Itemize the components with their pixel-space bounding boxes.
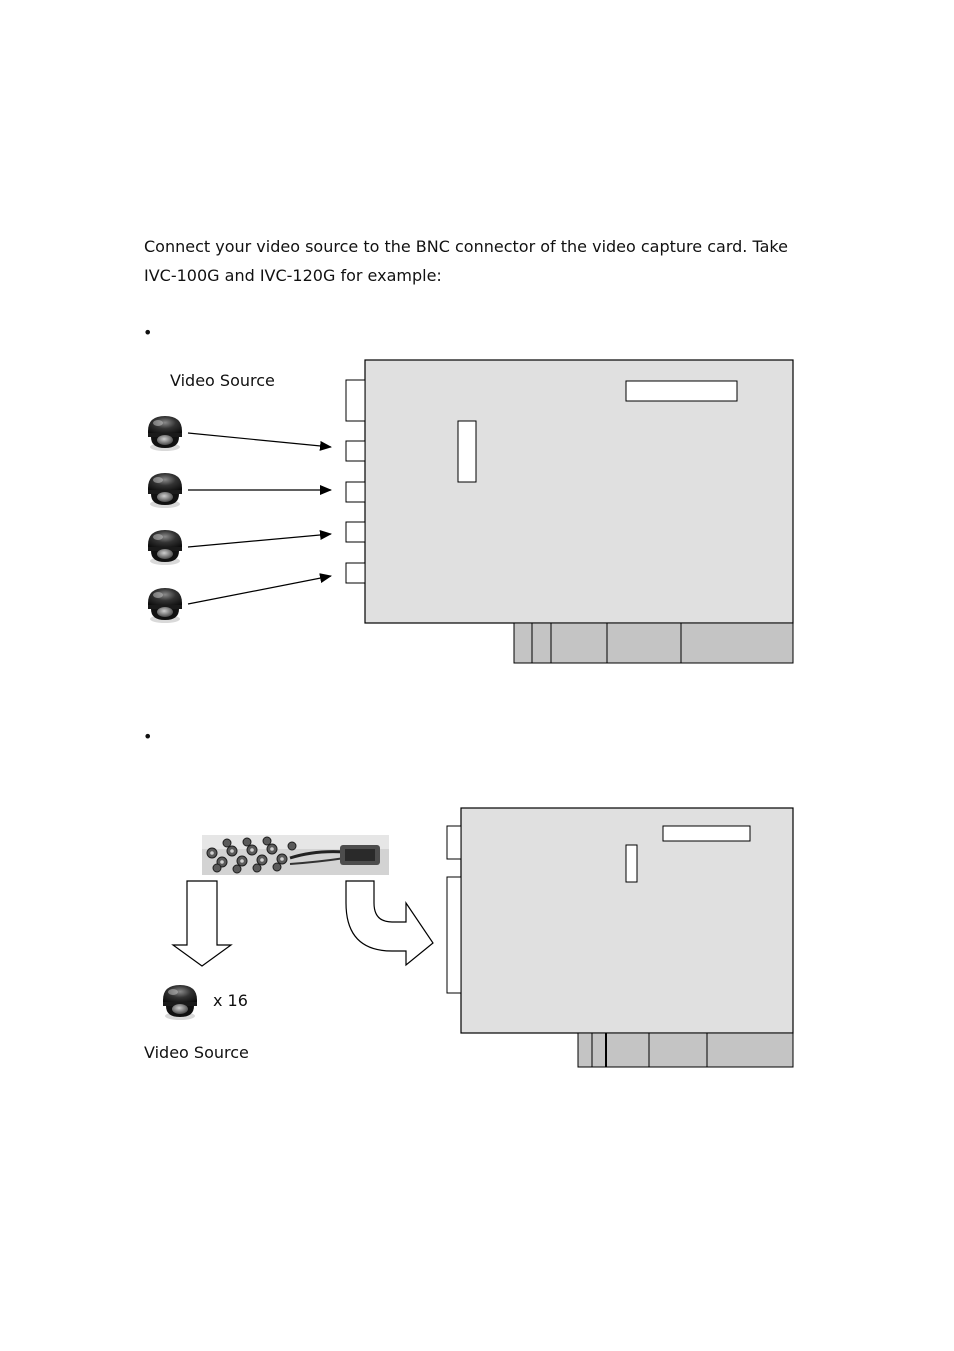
capture-card-board: [460, 807, 794, 1034]
breakout-cable-photo: [202, 835, 389, 875]
card-bracket: [513, 622, 794, 664]
figure2-video-source-label: Video Source: [144, 1043, 249, 1062]
figure1-video-source-label: Video Source: [170, 371, 275, 390]
connection-arrow: [187, 432, 332, 451]
figure2: [163, 807, 794, 1068]
card-connector: [446, 825, 462, 860]
camera-icon: [148, 416, 182, 451]
bullet-1: •: [143, 323, 153, 342]
bnc-connector: [345, 562, 366, 584]
bullet-2: •: [143, 727, 153, 746]
bnc-connector: [345, 440, 366, 462]
connection-arrow: [187, 530, 332, 548]
camera-icon: [148, 588, 182, 623]
card-jumper: [457, 420, 477, 483]
figure2-count-label: x 16: [213, 991, 248, 1010]
camera-icon: [148, 530, 182, 565]
card-bracket: [577, 1032, 794, 1068]
figure1: [148, 359, 794, 664]
camera-icon: [148, 473, 182, 508]
intro-line-2: IVC-100G and IVC-120G for example:: [144, 266, 442, 285]
card-jumper: [625, 844, 638, 883]
dsub-connector: [446, 876, 462, 994]
capture-card-board: [364, 359, 794, 624]
down-arrow-icon: [171, 880, 233, 967]
intro-line-1: Connect your video source to the BNC con…: [144, 237, 788, 256]
card-chip: [662, 825, 751, 842]
camera-icon: [163, 985, 197, 1020]
card-connector: [345, 379, 366, 422]
bnc-connector: [345, 521, 366, 543]
connection-arrow: [187, 573, 332, 605]
curved-arrow-icon: [345, 880, 434, 967]
intro-paragraph: Connect your video source to the BNC con…: [144, 232, 824, 290]
card-chip: [625, 380, 738, 402]
bnc-connector: [345, 481, 366, 503]
